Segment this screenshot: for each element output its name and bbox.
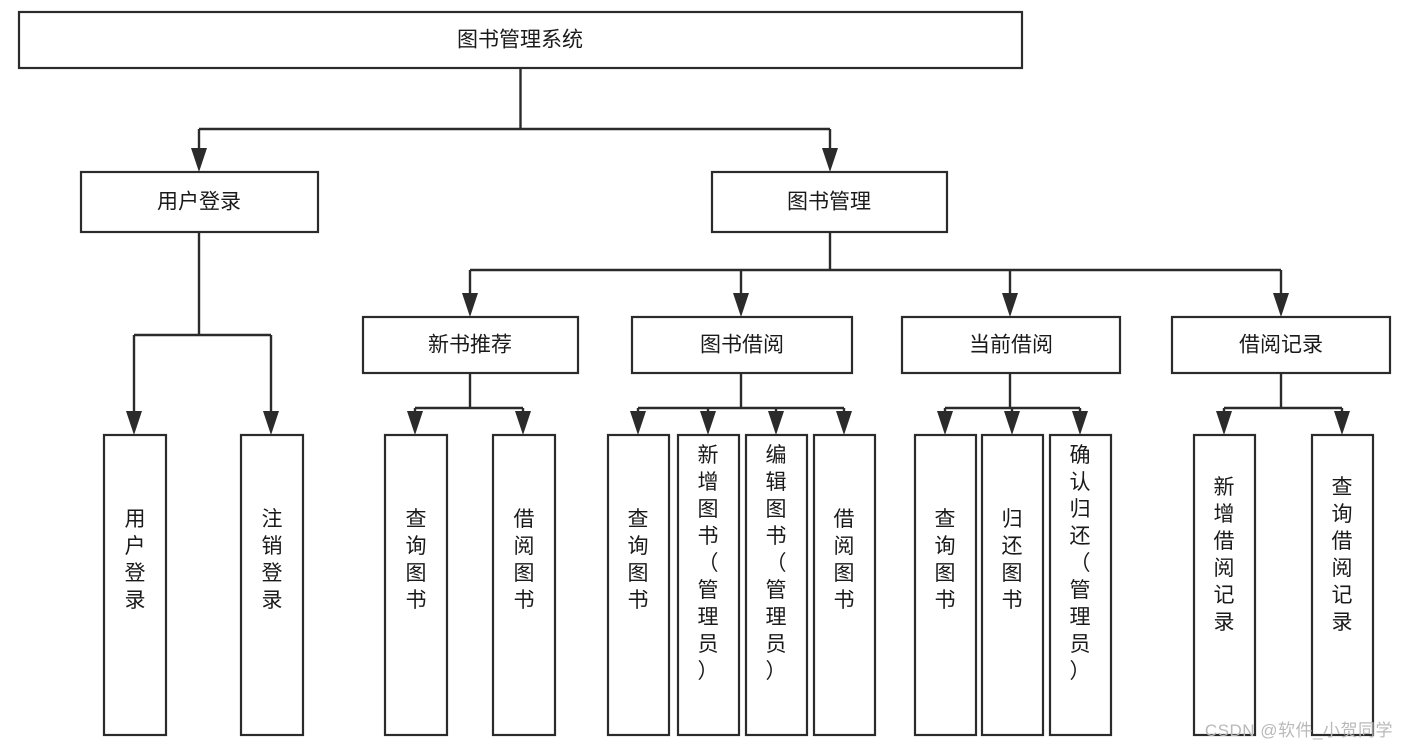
leaf-user-login-label: 用户登录 [125,508,146,612]
node-new-book-recommend-box[interactable] [361,315,580,375]
leaf-node[interactable]: 确认归还（管理员） [1048,433,1113,737]
node-user-login-box[interactable] [79,170,320,234]
leaf-query-book-1-box[interactable] [383,433,449,737]
leaf-node[interactable]: 注销登录 [239,433,305,737]
node-current-borrow-box[interactable] [900,315,1122,375]
connector-group-root [191,68,838,172]
arrow-head-leaf-return-book [1004,411,1020,435]
arrow-head-leaf-edit-book [768,411,784,435]
csdn-watermark: CSDN @软件_小贺同学 [1204,721,1393,740]
leaf-query-record-box[interactable] [1310,433,1375,737]
node-book-borrow-label: 图书借阅 [700,334,784,357]
leaf-edit-book-box[interactable] [744,433,809,737]
leaf-query-book-3-box[interactable] [913,433,978,737]
node-book-manage-label: 图书管理 [787,191,871,214]
arrow-head-leaf-user-logout [263,411,279,435]
leaf-return-book-box[interactable] [980,433,1045,737]
leaf-confirm-return-label: 确认归还（管理员） [1070,444,1091,683]
leaf-node[interactable]: 归还图书 [980,433,1045,737]
leaf-node[interactable]: 新增借阅记录 [1192,433,1257,737]
leaf-borrow-book-1-label: 借阅图书 [514,508,535,612]
arrow-head-leaf-confirm-return [1072,411,1088,435]
connector-group-book-manage [462,232,1289,317]
node-book-borrow[interactable]: 图书借阅 [630,315,854,375]
leaf-user-logout-box[interactable] [239,433,305,737]
node-book-manage[interactable]: 图书管理 [710,170,949,234]
arrow-head-leaf-borrow-book-1 [515,411,531,435]
leaf-confirm-return-box[interactable] [1048,433,1113,737]
leaf-node[interactable]: 新增图书（管理员） [676,433,741,737]
leaf-node[interactable]: 编辑图书（管理员） [744,433,809,737]
connector-group-new-book-recommend [407,373,531,435]
node-new-book-recommend[interactable]: 新书推荐 [361,315,580,375]
arrow-head-leaf-query-book-3 [937,411,953,435]
connector-group-book-borrow [630,373,852,435]
arrow-head-leaf-add-record [1216,411,1232,435]
leaf-add-record-label: 新增借阅记录 [1214,476,1235,634]
leaf-node[interactable]: 用户登录 [102,433,168,737]
node-new-book-recommend-label: 新书推荐 [428,334,512,357]
node-borrow-record-box[interactable] [1170,315,1392,375]
node-book-manage-box[interactable] [710,170,949,234]
arrow-head-leaf-query-record [1334,411,1350,435]
node-book-borrow-box[interactable] [630,315,854,375]
leaf-borrow-book-1-box[interactable] [491,433,557,737]
leaf-query-book-1-label: 查询图书 [406,508,427,612]
leaf-user-logout-label: 注销登录 [262,508,283,612]
leaf-node[interactable]: 借阅图书 [812,433,877,737]
node-root-label: 图书管理系统 [457,29,583,52]
arrow-head-leaf-user-login [126,411,142,435]
arrow-head-borrow-record [1273,293,1289,317]
node-root-box[interactable] [17,10,1024,70]
node-user-login[interactable]: 用户登录 [79,170,320,234]
leaf-query-book-2-label: 查询图书 [628,508,649,612]
leaf-return-book-label: 归还图书 [1002,508,1023,612]
arrow-head-book-manage [822,148,838,172]
node-current-borrow-label: 当前借阅 [969,334,1053,357]
leaf-node[interactable]: 借阅图书 [491,433,557,737]
connector-group-current-borrow [937,373,1088,435]
connector-group-borrow-record [1216,373,1350,435]
leaf-borrow-book-2-box[interactable] [812,433,877,737]
leaf-node[interactable]: 查询图书 [606,433,671,737]
arrow-head-current-borrow [1002,293,1018,317]
leaf-add-book-label: 新增图书（管理员） [698,444,719,683]
arrow-head-user-login [191,148,207,172]
arrow-head-leaf-query-book-2 [630,411,646,435]
leaf-node[interactable]: 查询图书 [913,433,978,737]
node-user-login-label: 用户登录 [157,191,241,214]
node-borrow-record-label: 借阅记录 [1239,334,1323,357]
arrow-head-book-borrow [733,293,749,317]
arrow-head-leaf-add-book [700,411,716,435]
leaf-node[interactable]: 查询借阅记录 [1310,433,1375,737]
leaf-query-record-label: 查询借阅记录 [1332,476,1353,634]
arrow-head-leaf-borrow-book-2 [836,411,852,435]
node-current-borrow[interactable]: 当前借阅 [900,315,1122,375]
leaf-query-book-2-box[interactable] [606,433,671,737]
leaf-user-login-box[interactable] [102,433,168,737]
arrow-head-leaf-query-book-1 [407,411,423,435]
leaf-borrow-book-2-label: 借阅图书 [834,508,855,612]
leaf-node[interactable]: 查询图书 [383,433,449,737]
leaf-edit-book-label: 编辑图书（管理员） [766,444,787,683]
arrow-head-new-book-recommend [462,293,478,317]
connector-group-user-login [126,232,279,435]
leaf-add-book-box[interactable] [676,433,741,737]
leaf-query-book-3-label: 查询图书 [935,508,956,612]
leaf-add-record-box[interactable] [1192,433,1257,737]
node-root[interactable]: 图书管理系统 [17,10,1024,70]
node-borrow-record[interactable]: 借阅记录 [1170,315,1392,375]
